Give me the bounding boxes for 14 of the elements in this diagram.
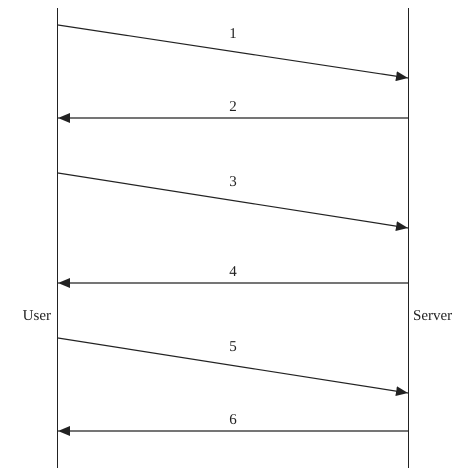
arrow bbox=[58, 113, 408, 123]
arrow bbox=[58, 337, 408, 396]
lifeline-label: Server bbox=[413, 308, 452, 325]
arrow bbox=[58, 426, 408, 436]
edge-label: 3 bbox=[229, 175, 237, 190]
arrow bbox=[58, 172, 408, 232]
edge-label: 1 bbox=[229, 27, 237, 42]
lifeline-label: User bbox=[22, 308, 51, 325]
edge-label: 5 bbox=[229, 340, 237, 355]
edge-label: 6 bbox=[229, 413, 237, 428]
edge-label: 4 bbox=[229, 265, 237, 280]
edge-label: 2 bbox=[229, 100, 237, 115]
arrow bbox=[58, 278, 408, 288]
arrow bbox=[58, 24, 408, 82]
